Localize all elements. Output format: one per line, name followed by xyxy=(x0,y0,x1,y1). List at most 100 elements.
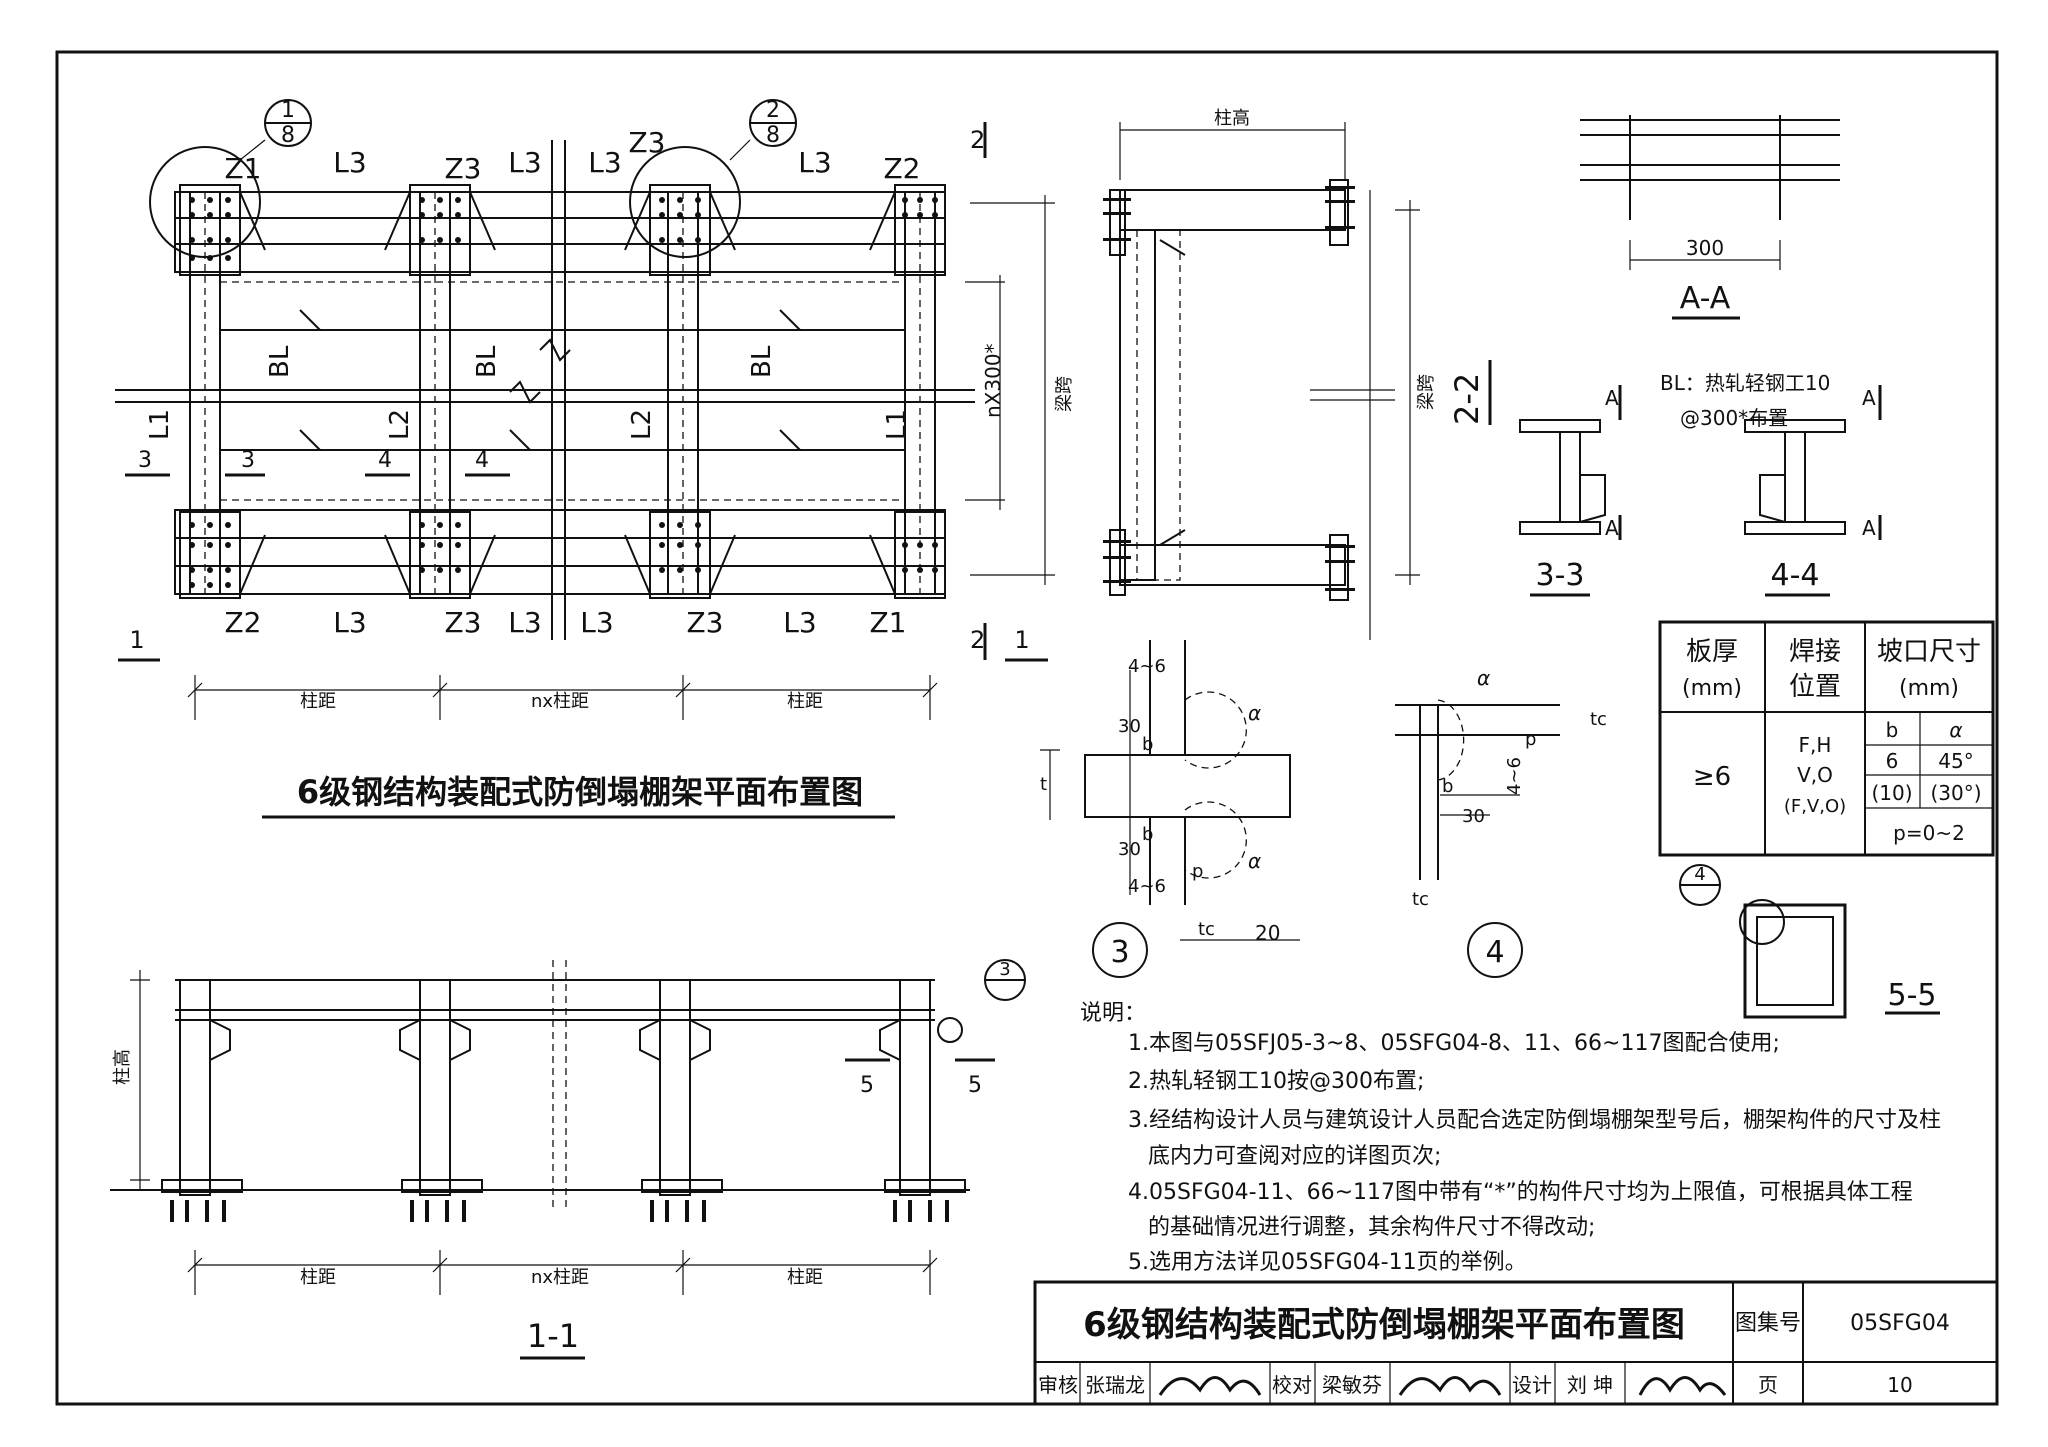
note-item: 底内力可查阅对应的详图页次; xyxy=(1148,1144,1441,1169)
plan-bottom-labels: Z2 L3 Z3 L3 L3 Z3 L3 Z1 xyxy=(225,606,907,639)
drawing-label: V,O xyxy=(1797,763,1833,787)
drawing-label: Z3 xyxy=(629,126,666,159)
drawing-label: 梁跨 xyxy=(1054,376,1075,412)
drawing-label: 焊接 xyxy=(1789,637,1841,667)
drawing-label: L1 xyxy=(145,409,175,440)
drawing-label: Z3 xyxy=(445,152,482,185)
section-2-2-title: 2-2 xyxy=(1448,373,1486,425)
drawing-label: 8 xyxy=(281,123,295,148)
drawing-label: A xyxy=(1605,516,1619,540)
detail-3-id: 3 xyxy=(1110,935,1129,970)
drawing-label: 张瑞龙 xyxy=(1085,1373,1145,1397)
drawing-label: 4 xyxy=(1694,864,1705,885)
drawing-label: tc xyxy=(1590,709,1607,730)
section-a-a: 300 A-A xyxy=(1580,115,1840,320)
drawing-label: @300*布置 xyxy=(1680,406,1788,430)
drawing-label: t xyxy=(1040,774,1047,795)
drawing-label: 柱高 xyxy=(1214,108,1250,129)
drawing-label: nx柱距 xyxy=(531,1267,589,1288)
drawing-label: Z1 xyxy=(225,152,262,185)
drawing-label: tc xyxy=(1412,889,1429,910)
title-block-title: 6级钢结构装配式防倒塌棚架平面布置图 xyxy=(1083,1305,1685,1345)
drawing-label: 4~6 xyxy=(1504,757,1525,795)
section-1-1: 柱高 3 5 5 柱距 nx柱距 柱距 1-1 xyxy=(110,959,1026,1360)
checker-signature xyxy=(1398,1376,1502,1396)
note-item: 2.热轧轻钢工10按@300布置; xyxy=(1128,1069,1424,1094)
drawing-label: p xyxy=(1525,729,1536,750)
drawing-label: L2 xyxy=(385,409,415,440)
drawing-label: Z2 xyxy=(884,152,921,185)
drawing-label: A xyxy=(1862,516,1876,540)
drawing-label: ≥6 xyxy=(1693,762,1731,792)
plan-title: 6级钢结构装配式防倒塌棚架平面布置图 xyxy=(297,773,863,811)
notes-heading: 说明： xyxy=(1080,1001,1146,1026)
drawing-label: L3 xyxy=(798,146,831,179)
drawing-label: L3 xyxy=(588,146,621,179)
drawing-label: 8 xyxy=(766,123,780,148)
drawing-label: p=0~2 xyxy=(1893,821,1965,845)
drawing-label: F,H xyxy=(1799,733,1832,757)
drawing-label: 柱距 xyxy=(300,691,336,712)
drawing-label: 1 xyxy=(1014,626,1029,654)
page-number: 10 xyxy=(1887,1373,1912,1397)
detail-3: 4~6 30 b t 30 b p α α 4~6 tc 20 3 xyxy=(1040,640,1300,978)
drawing-label: nX300* xyxy=(981,343,1005,418)
drawing-label: 刘 坤 xyxy=(1567,1373,1613,1397)
drawing-label: L3 xyxy=(333,146,366,179)
callout-1-8: 1 8 xyxy=(264,98,312,148)
detail-4: α tc b 30 4~6 p tc 4 xyxy=(1395,666,1607,978)
sheet-border xyxy=(55,50,1999,1406)
drawing-label: 页 xyxy=(1758,1373,1778,1397)
drawing-label: 柱高 xyxy=(112,1049,133,1085)
drawing-label: 图集号 xyxy=(1735,1311,1801,1336)
drawing-label: L3 xyxy=(508,606,541,639)
drawing-label: 2 xyxy=(766,98,780,123)
drawing-label: 柱距 xyxy=(300,1267,336,1288)
drawing-label: 设计 xyxy=(1512,1373,1552,1397)
drawing-label: A xyxy=(1862,386,1876,410)
drawing-label: 审核 xyxy=(1038,1373,1078,1397)
section-4-4-title: 4-4 xyxy=(1771,558,1820,593)
detail-4-id: 4 xyxy=(1485,935,1504,970)
drawing-label: (mm) xyxy=(1682,676,1742,701)
drawing-label: BL xyxy=(265,345,295,378)
drawing-label: 30 xyxy=(1118,839,1141,860)
drawing-label: p xyxy=(1192,861,1203,882)
drawing-label: 坡口尺寸 xyxy=(1877,637,1981,667)
drawing-label: 1 xyxy=(281,98,295,123)
drawing-label: L1 xyxy=(882,409,912,440)
drawing-label: 校对 xyxy=(1272,1373,1312,1397)
drawing-label: L2 xyxy=(627,409,657,440)
drawing-label: L3 xyxy=(508,146,541,179)
drawing-label: α xyxy=(1477,666,1490,690)
reviewer-signature xyxy=(1158,1376,1262,1396)
section-1-1-title: 1-1 xyxy=(527,1317,579,1355)
drawing-label: 2 xyxy=(970,626,985,654)
section-2-2: 柱高 梁跨 2-2 xyxy=(1103,108,1492,640)
drawing-label: 4 xyxy=(475,448,489,473)
drawing-label: A xyxy=(1605,386,1619,410)
drawing-label: 4 xyxy=(378,448,392,473)
drawing-label: 30 xyxy=(1462,806,1485,827)
atlas-number: 05SFG04 xyxy=(1850,1311,1950,1336)
drawing-label: 柱距 xyxy=(787,1267,823,1288)
drawing-label: 3 xyxy=(241,448,255,473)
drawing-label: BL xyxy=(747,345,777,378)
drawing-label: BL xyxy=(472,345,502,378)
drawing-label: α xyxy=(1248,701,1261,725)
drawing-label: 30 xyxy=(1118,716,1141,737)
drawing-label: 6 xyxy=(1886,749,1899,773)
note-item: 4.05SFG04-11、66~117图中带有“*”的构件尺寸均为上限值，可根据… xyxy=(1128,1180,1913,1205)
drawing-label: (10) xyxy=(1871,781,1912,805)
drawing-label: b xyxy=(1886,718,1899,742)
drawing-label: 3 xyxy=(999,959,1010,980)
note-item: 3.经结构设计人员与建筑设计人员配合选定防倒塌棚架型号后，棚架构件的尺寸及柱 xyxy=(1128,1108,1941,1133)
callout-2-8: 2 8 xyxy=(749,98,797,148)
drawing-label: BL：热轧轻钢工10 xyxy=(1660,371,1830,395)
section-5-5-title: 5-5 xyxy=(1888,978,1937,1013)
drawing-label: 4~6 xyxy=(1128,656,1166,677)
drawing-label: 1 xyxy=(129,626,144,654)
drawing-label: b xyxy=(1442,776,1453,797)
drawing-label: (mm) xyxy=(1899,676,1959,701)
